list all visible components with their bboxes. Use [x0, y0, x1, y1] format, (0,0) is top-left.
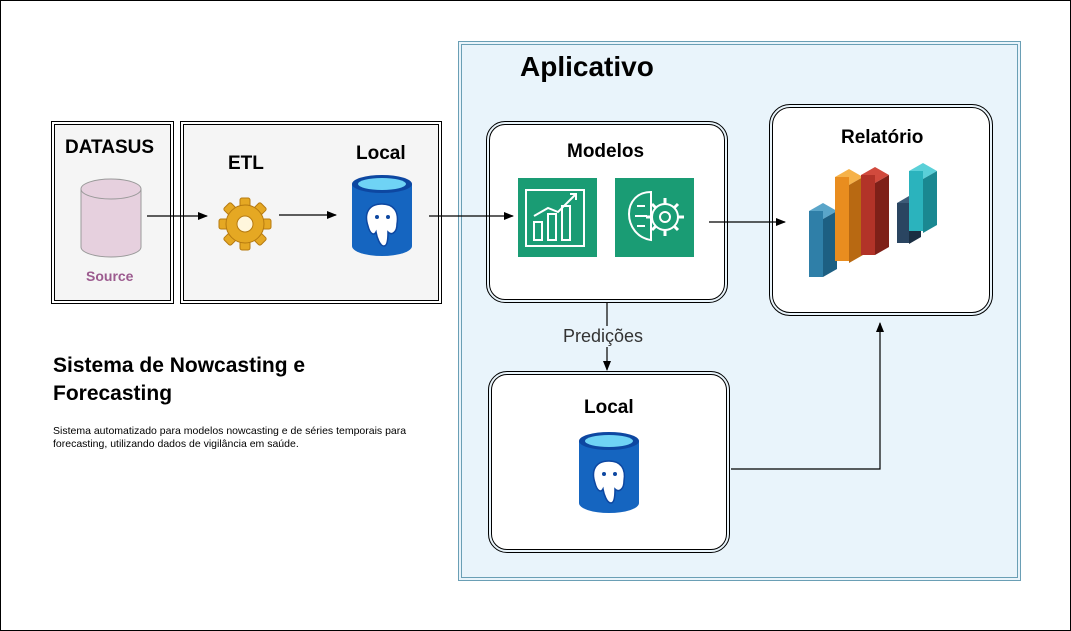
datasus-title: DATASUS: [65, 137, 155, 158]
database-icon: [80, 178, 142, 258]
bar-report-icon: [809, 163, 937, 277]
predicoes-edge-label: Predições: [561, 326, 646, 347]
source-label: Source: [86, 268, 134, 284]
etl-title: ETL: [228, 153, 264, 174]
postgres-db-icon: [579, 432, 639, 513]
gear-icon: [218, 197, 272, 251]
local-top-title: Local: [356, 143, 406, 164]
arrow-local-relatorio: [731, 322, 884, 470]
app-title: Aplicativo: [520, 51, 654, 82]
system-heading: Sistema de Nowcasting e Forecasting: [53, 354, 306, 405]
modelos-title: Modelos: [567, 141, 645, 162]
postgres-db-icon: [352, 175, 412, 256]
relatorio-title: Relatório: [841, 127, 924, 148]
analytics-chart-icon: [518, 178, 597, 257]
local-bottom-title: Local: [584, 397, 634, 418]
ml-brain-gear-icon: [615, 178, 694, 257]
system-description: Sistema automatizado para modelos nowcas…: [53, 425, 407, 450]
